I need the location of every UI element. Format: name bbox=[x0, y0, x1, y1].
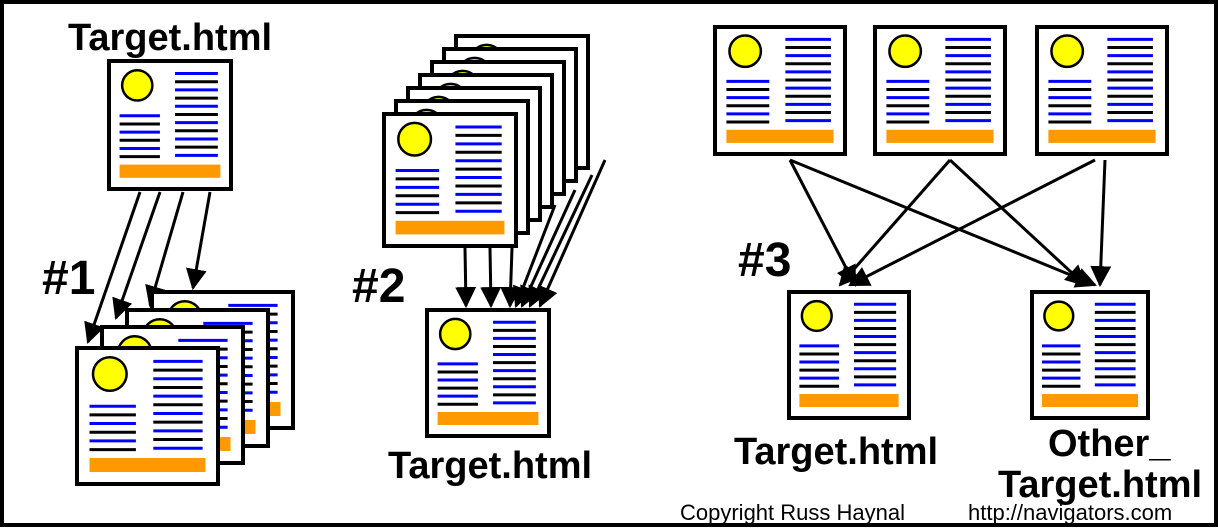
web-page-icon bbox=[425, 308, 551, 438]
footer-bar bbox=[799, 394, 899, 407]
footer-bar bbox=[1042, 394, 1138, 407]
image-circle bbox=[728, 34, 763, 69]
group1-document-stack bbox=[75, 290, 295, 486]
footer-bar bbox=[726, 129, 834, 143]
arrow bbox=[848, 158, 1096, 287]
arrow bbox=[528, 174, 594, 308]
group3-target-label: Target.html bbox=[734, 431, 938, 473]
image-circle bbox=[397, 121, 433, 157]
copyright-text: Copyright Russ Haynal bbox=[680, 500, 905, 525]
web-page-icon bbox=[713, 25, 847, 156]
footer-bar bbox=[89, 458, 206, 472]
image-circle bbox=[888, 34, 923, 69]
arrow bbox=[1090, 159, 1112, 288]
web-page-icon bbox=[75, 346, 220, 486]
arrow bbox=[455, 247, 477, 309]
footer-bar bbox=[1048, 129, 1156, 143]
image-circle bbox=[1043, 300, 1075, 332]
group2-arrows bbox=[455, 159, 607, 309]
group1-source-document bbox=[107, 59, 233, 191]
group2-document-stack bbox=[382, 34, 590, 248]
group3-target-documents bbox=[787, 290, 1150, 420]
web-page-icon bbox=[873, 25, 1007, 156]
arrow bbox=[500, 247, 522, 309]
arrow bbox=[185, 191, 212, 291]
footer-bar bbox=[119, 164, 221, 178]
url-text: http://navigators.com bbox=[968, 500, 1172, 525]
arrow bbox=[948, 158, 1087, 287]
arrow bbox=[480, 247, 502, 309]
group1-top-label: Target.html bbox=[68, 17, 272, 59]
image-circle bbox=[438, 317, 472, 351]
footer-bar bbox=[437, 412, 539, 425]
group2-number-label: #2 bbox=[352, 260, 405, 313]
arrow bbox=[538, 159, 607, 308]
arrow bbox=[789, 158, 1097, 288]
group1-number-label: #1 bbox=[42, 252, 95, 305]
arrow bbox=[788, 159, 857, 287]
group1-arrows bbox=[84, 191, 212, 344]
group-2: #2 Target.html bbox=[352, 34, 607, 487]
group2-target-document bbox=[425, 308, 551, 438]
group3-source-documents bbox=[713, 25, 1169, 156]
web-page-icon bbox=[1030, 290, 1150, 420]
web-page-icon bbox=[382, 112, 518, 248]
group2-bottom-label: Target.html bbox=[388, 445, 592, 487]
group3-number-label: #3 bbox=[738, 234, 791, 287]
footer-bar bbox=[886, 129, 994, 143]
arrow bbox=[112, 191, 162, 320]
image-circle bbox=[91, 355, 128, 393]
group-3: #3 Target.html Other_ Target.html bbox=[713, 25, 1202, 506]
web-page-icon bbox=[1035, 25, 1169, 156]
image-circle bbox=[800, 299, 833, 333]
arrow bbox=[84, 191, 142, 344]
web-page-icon bbox=[787, 290, 911, 420]
group3-other-label-line2: Target.html bbox=[998, 464, 1202, 506]
image-circle bbox=[120, 69, 154, 102]
arrow bbox=[145, 191, 185, 308]
web-page-icon bbox=[107, 59, 233, 191]
group-1: Target.html #1 bbox=[42, 17, 295, 486]
group3-arrows bbox=[788, 158, 1112, 288]
image-circle bbox=[1050, 34, 1085, 69]
footer-bar bbox=[395, 220, 505, 235]
arrow bbox=[838, 159, 952, 287]
group3-other-label-line1: Other_ bbox=[1048, 423, 1171, 465]
